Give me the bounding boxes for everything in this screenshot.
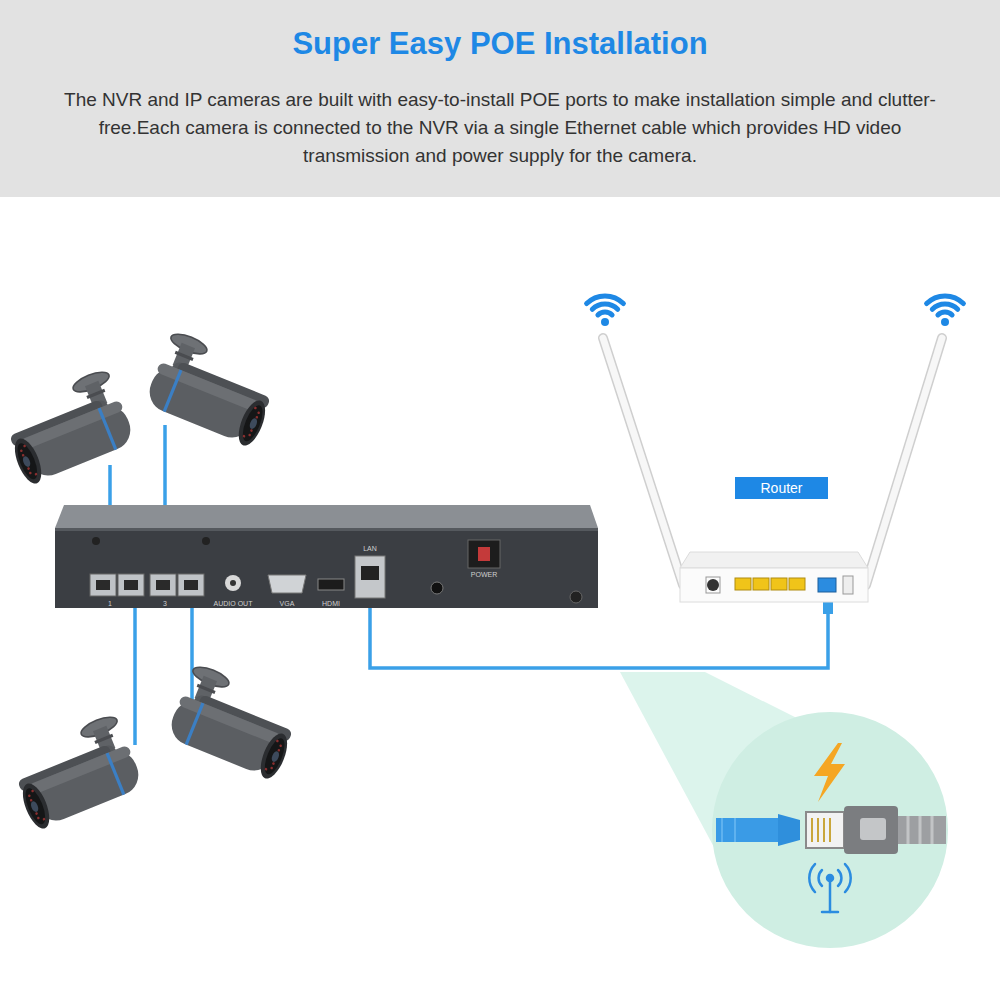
port-label: LAN: [363, 545, 377, 553]
wifi-icon: [587, 296, 964, 326]
cable-plug-illustration: [716, 806, 946, 854]
bullet-camera: [0, 368, 137, 487]
node-label: Router: [760, 480, 802, 496]
device-label: Router: [735, 477, 828, 499]
antenna-icon: [809, 864, 850, 912]
caption: The NVR and IP cameras are built with ea…: [55, 86, 945, 170]
zoom-circle: [712, 712, 948, 948]
port-label: 3: [163, 600, 167, 608]
bullet-camera: [143, 330, 283, 449]
bullet-camera: [5, 713, 145, 832]
port-label: HDMI: [322, 600, 340, 608]
nvr-recorder: [55, 505, 598, 608]
port-label: 1: [108, 600, 112, 608]
router-antenna: [603, 338, 942, 585]
port-label: VGA: [280, 600, 295, 608]
lightning-icon: [814, 743, 845, 802]
port-label: POWER: [471, 571, 497, 579]
bullet-camera: [165, 663, 305, 782]
router-body: [680, 552, 868, 602]
title: Super Easy POE Installation: [0, 26, 1000, 62]
port-label: AUDIO OUT: [214, 600, 253, 608]
header-band: [0, 0, 1000, 197]
